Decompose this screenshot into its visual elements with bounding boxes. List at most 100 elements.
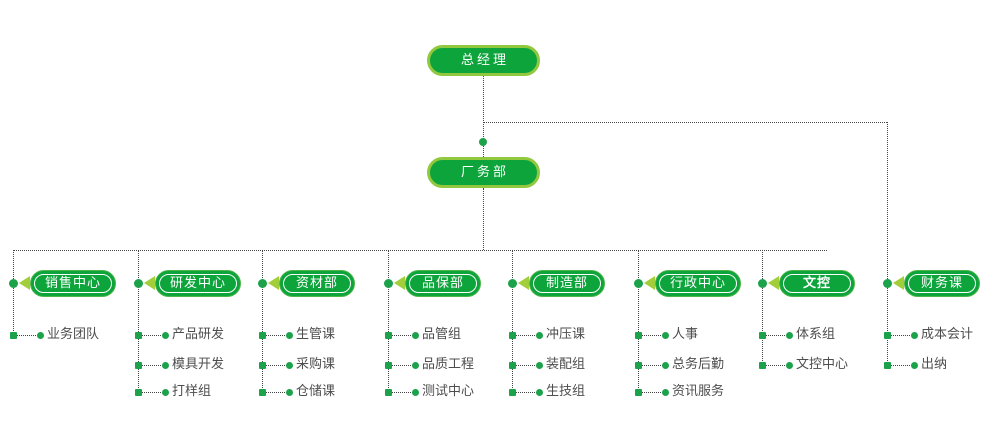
sub-unit-label: 装配组 [546, 357, 586, 372]
triangle-marker-icon [268, 276, 279, 290]
child-end-dot-icon [535, 361, 543, 369]
sub-unit-label: 打样组 [172, 384, 212, 399]
sub-unit-label: 仓储课 [296, 384, 336, 399]
sub-unit-label: 总务后勤 [672, 357, 725, 372]
child-end-dot-icon [161, 331, 169, 339]
connector-line [483, 188, 484, 250]
child-junction-dot-icon [508, 331, 516, 339]
child-end-dot-icon [161, 388, 169, 396]
connector-line [138, 335, 165, 336]
connector-line [262, 365, 289, 366]
dept-anchor-dot-icon [133, 278, 143, 288]
child-end-dot-icon [411, 331, 419, 339]
connector-line [388, 392, 415, 393]
child-junction-dot-icon [384, 361, 392, 369]
dept-node[interactable]: 品保部 [405, 270, 481, 297]
triangle-marker-icon [518, 276, 529, 290]
connector-line [388, 250, 389, 392]
connector-line [638, 392, 665, 393]
connector-line [262, 335, 289, 336]
child-junction-dot-icon [134, 331, 142, 339]
connector-line [13, 250, 14, 335]
child-junction-dot-icon [634, 331, 642, 339]
connector-line [483, 76, 484, 157]
child-junction-dot-icon [883, 331, 891, 339]
child-end-dot-icon [285, 361, 293, 369]
sub-unit-label: 生技组 [546, 384, 586, 399]
connector-line [512, 250, 513, 392]
child-junction-dot-icon [384, 331, 392, 339]
child-end-dot-icon [161, 361, 169, 369]
triangle-marker-icon [144, 276, 155, 290]
child-junction-dot-icon [134, 361, 142, 369]
dept-node[interactable]: 资材部 [279, 270, 355, 297]
child-end-dot-icon [910, 331, 918, 339]
child-junction-dot-icon [634, 361, 642, 369]
dept-node[interactable]: 研发中心 [155, 270, 242, 297]
sub-unit-label: 体系组 [796, 327, 836, 342]
connector-line [13, 335, 40, 336]
sub-unit-label: 采购课 [296, 357, 336, 372]
child-junction-dot-icon [758, 361, 766, 369]
sub-unit-label: 成本会计 [921, 327, 974, 342]
connector-line [638, 250, 639, 392]
dept-anchor-dot-icon [8, 278, 18, 288]
child-junction-dot-icon [384, 388, 392, 396]
dept-anchor-dot-icon [257, 278, 267, 288]
secondary-node[interactable]: 厂务部 [427, 157, 540, 188]
connector-line [762, 365, 789, 366]
dept-node[interactable]: 销售中心 [30, 270, 117, 297]
sub-unit-label: 业务团队 [47, 327, 100, 342]
sub-unit-label: 测试中心 [422, 384, 475, 399]
connector-line [638, 365, 665, 366]
child-junction-dot-icon [508, 388, 516, 396]
child-junction-dot-icon [634, 388, 642, 396]
child-end-dot-icon [285, 388, 293, 396]
sub-unit-label: 资讯服务 [672, 384, 725, 399]
dept-node[interactable]: 文控 [779, 270, 855, 297]
child-end-dot-icon [661, 388, 669, 396]
sub-unit-label: 模具开发 [172, 357, 225, 372]
child-end-dot-icon [36, 331, 44, 339]
connector-line [887, 365, 914, 366]
child-end-dot-icon [785, 361, 793, 369]
triangle-marker-icon [768, 276, 779, 290]
triangle-marker-icon [644, 276, 655, 290]
connector-line [13, 250, 827, 251]
dept-anchor-dot-icon [507, 278, 517, 288]
sub-unit-label: 品质工程 [422, 357, 475, 372]
connector-line [638, 335, 665, 336]
sub-unit-label: 品管组 [422, 327, 462, 342]
connector-line [887, 335, 914, 336]
connector-line [512, 365, 539, 366]
sub-unit-label: 生管课 [296, 327, 336, 342]
sub-unit-label: 产品研发 [172, 327, 225, 342]
sub-unit-label: 出纳 [921, 357, 948, 372]
child-junction-dot-icon [258, 331, 266, 339]
connector-line [138, 392, 165, 393]
dept-anchor-dot-icon [383, 278, 393, 288]
child-end-dot-icon [285, 331, 293, 339]
connector-line [887, 122, 888, 365]
child-junction-dot-icon [134, 388, 142, 396]
child-end-dot-icon [661, 331, 669, 339]
child-end-dot-icon [411, 361, 419, 369]
dept-node[interactable]: 财务课 [904, 270, 980, 297]
dept-node[interactable]: 行政中心 [655, 270, 742, 297]
connector-line [762, 250, 763, 365]
dept-node[interactable]: 制造部 [529, 270, 605, 297]
root-node[interactable]: 总经理 [427, 45, 540, 76]
connector-line [512, 335, 539, 336]
connector-line [138, 365, 165, 366]
child-end-dot-icon [785, 331, 793, 339]
sub-unit-label: 文控中心 [796, 357, 849, 372]
dept-anchor-dot-icon [882, 278, 892, 288]
connector-line [762, 335, 789, 336]
dept-anchor-dot-icon [633, 278, 643, 288]
connector-line [512, 392, 539, 393]
child-junction-dot-icon [508, 361, 516, 369]
child-junction-dot-icon [258, 388, 266, 396]
child-end-dot-icon [910, 361, 918, 369]
connector-line [388, 335, 415, 336]
